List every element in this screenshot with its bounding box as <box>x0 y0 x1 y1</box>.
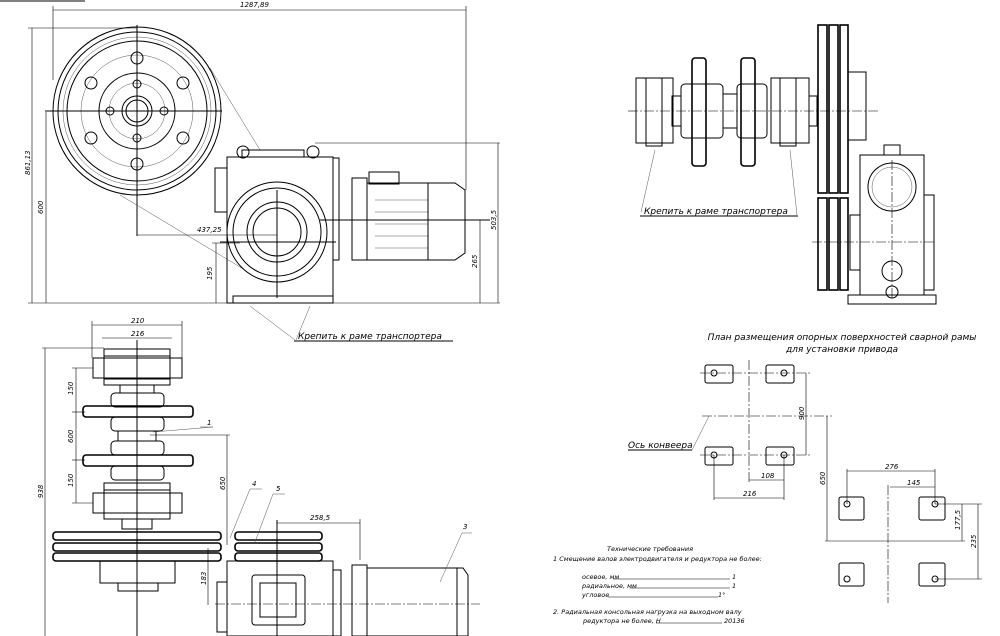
angular-value: 1° <box>718 591 725 599</box>
top-dimensions: 210 216 938 150 600 150 650 183 258,5 <box>37 317 361 636</box>
pulleys-side <box>817 24 867 291</box>
notes-item1: 1 Смещение валов электродвигателя и реду… <box>553 555 762 563</box>
motor-top <box>215 564 480 636</box>
dim-gearbox-axis-height: 195 <box>206 266 214 280</box>
notes-title: Технические требования <box>607 545 693 553</box>
sprocket-upper <box>82 405 194 418</box>
callout-1: 1 <box>207 419 211 427</box>
bearing-housing-left <box>635 77 682 147</box>
sprocket-lower <box>82 454 194 467</box>
lower-bearing-housing <box>92 482 183 530</box>
axial-value: 1 <box>732 573 736 581</box>
side-view: Крепить к раме транспортера <box>628 24 937 305</box>
dim-900: 900 <box>798 406 806 420</box>
mount-label-front: Крепить к раме транспортера <box>298 332 442 342</box>
plan-title-line2: для установки привода <box>785 345 898 355</box>
top-view: 210 216 938 150 600 150 650 183 258,5 1 <box>37 317 480 636</box>
radial-label: радиальное, мм <box>581 582 637 590</box>
callout-4: 4 <box>252 480 256 488</box>
gearbox-side <box>812 144 937 305</box>
dim-276: 276 <box>885 463 899 471</box>
dim-145: 145 <box>907 479 921 487</box>
dim-housing-width: 216 <box>131 330 145 338</box>
front-dimensions: 1287,89 861,13 600 437,25 195 503,5 265 <box>24 1 500 304</box>
front-view: 1287,89 861,13 600 437,25 195 503,5 265 … <box>24 1 500 342</box>
dim-motor-height: 503,5 <box>490 209 498 230</box>
dim-ears-width: 210 <box>131 317 145 325</box>
dim-650: 650 <box>819 471 827 485</box>
axial-label: осевое, мм <box>582 573 619 581</box>
notes-item2-line2: редуктора не более, Н <box>582 617 661 625</box>
dim-183: 183 <box>200 572 208 585</box>
worm-gearbox <box>214 145 340 304</box>
callouts: 1 4 5 3 <box>152 419 472 583</box>
electric-motor <box>320 171 490 261</box>
technical-requirements: Технические требования 1 Смещение валов … <box>553 545 762 625</box>
dim-center-distance: 437,25 <box>197 226 222 234</box>
callout-3: 3 <box>463 523 467 531</box>
callout-5: 5 <box>276 485 281 493</box>
dim-177-5: 177,5 <box>954 509 962 530</box>
plan-title-line1: План размещения опорных поверхностей сва… <box>708 333 977 343</box>
mount-label-side: Крепить к раме транспортера <box>644 207 788 217</box>
large-pulley <box>45 25 222 236</box>
gearbox-top <box>216 560 342 636</box>
notes-item2-value: 20136 <box>724 617 745 625</box>
small-pulley-top <box>234 520 323 636</box>
dim-235: 235 <box>970 534 978 548</box>
dim-to-gearbox: 650 <box>219 476 227 490</box>
dim-108: 108 <box>761 472 775 480</box>
plan-dimensions: 900 650 108 216 276 145 177,5 235 <box>713 373 982 580</box>
dim-pulley-axis-height: 600 <box>37 200 45 214</box>
axis-label: Ось конвеера <box>628 441 693 451</box>
notes-item2-line1: 2. Радиальная консольная нагрузка на вых… <box>553 608 742 616</box>
large-pulley-top <box>52 531 222 592</box>
angular-label: угловое <box>581 591 609 599</box>
dim-seg1: 150 <box>67 381 75 395</box>
dim-pulley-offset: 258,5 <box>310 514 331 522</box>
sprocket-side-2 <box>740 57 756 167</box>
dim-total-length: 938 <box>37 484 45 498</box>
support-plan: План размещения опорных поверхностей сва… <box>628 333 982 603</box>
upper-bearing-housing <box>92 348 183 394</box>
sprocket-side-1 <box>691 57 707 167</box>
radial-value: 1 <box>732 582 736 590</box>
dim-216: 216 <box>743 490 757 498</box>
dim-seg3: 150 <box>67 473 75 487</box>
dim-overall-width: 1287,89 <box>240 1 269 9</box>
dim-motor-axis-height: 265 <box>471 254 479 268</box>
dim-overall-height: 861,13 <box>24 151 32 176</box>
bearing-housing-right <box>770 77 818 147</box>
dim-seg2: 600 <box>67 429 75 443</box>
